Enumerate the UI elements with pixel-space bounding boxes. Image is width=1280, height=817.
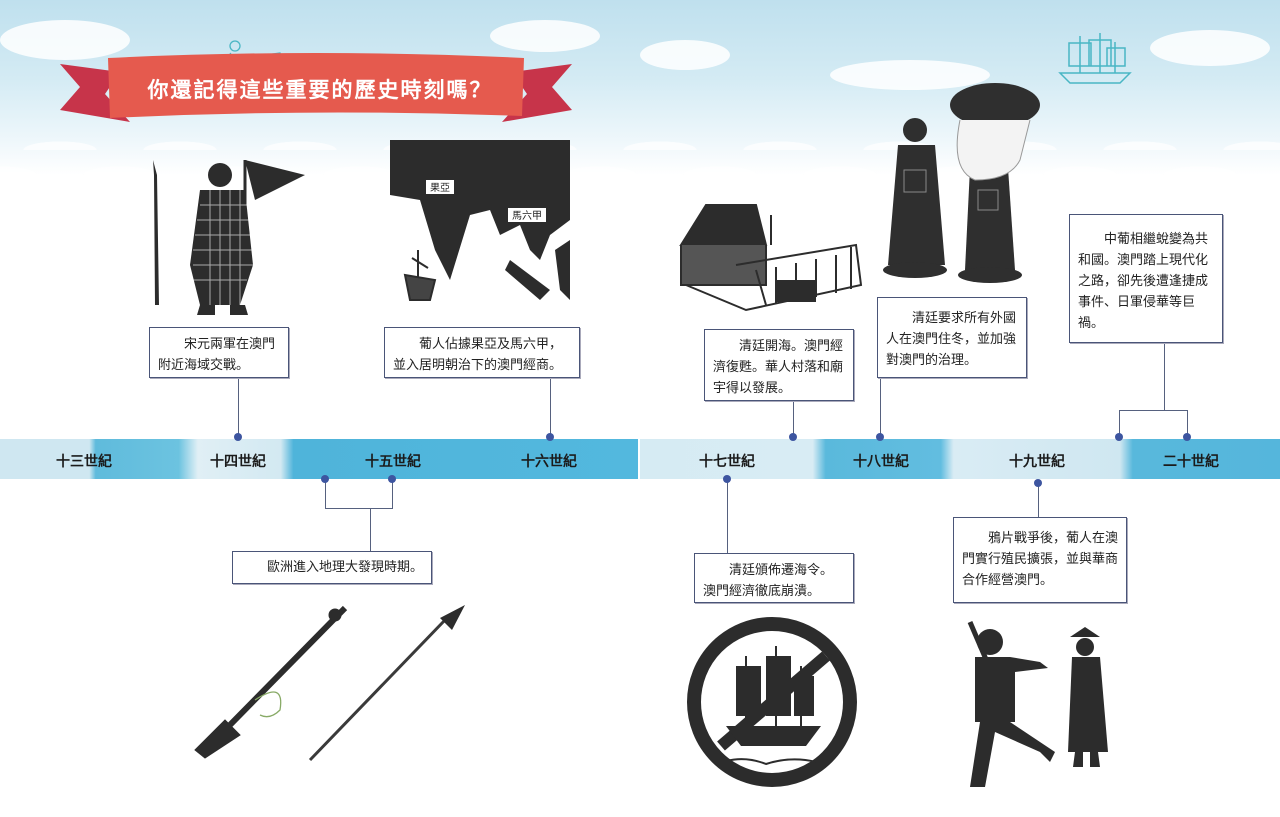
century-label: 十九世紀 (1009, 454, 1065, 470)
fort-illustration (679, 204, 863, 312)
timeline-dot (234, 433, 242, 441)
timeline-band-left (0, 439, 638, 479)
event-box: 宋元兩軍在澳門附近海域交戰。 (149, 327, 289, 378)
page-title: 你還記得這些重要的歷史時刻嗎？ (147, 78, 493, 102)
timeline-dot (546, 433, 554, 441)
qing-official-figurines-illustration (883, 83, 1040, 283)
event-box: 歐洲進入地理大發現時期。 (232, 551, 432, 584)
event-box: 清廷要求所有外國人在澳門住冬，並加強對澳門的治理。 (877, 297, 1027, 378)
event-box: 清廷頒佈遷海令。澳門經濟徹底崩潰。 (694, 553, 854, 603)
event-box: 葡人佔據果亞及馬六甲，並入居明朝治下的澳門經商。 (384, 327, 580, 378)
event-box: 中葡相繼蛻變為共和國。澳門踏上現代化之路，卻先後遭逢捷成事件、日軍侵華等巨禍。 (1069, 214, 1223, 343)
century-label: 十三世紀 (56, 454, 112, 470)
event-box: 清廷開海。澳門經濟復甦。華人村落和廟宇得以發展。 (704, 329, 854, 401)
spear-illustration (308, 605, 465, 762)
musket-illustration (194, 605, 348, 759)
century-label: 十八世紀 (853, 454, 909, 470)
timeline-band-right (640, 439, 1280, 479)
century-label: 二十世紀 (1163, 454, 1219, 470)
map-label-malacca: 馬六甲 (512, 210, 542, 222)
banned-ship-icon (687, 617, 857, 787)
century-label: 十四世紀 (210, 454, 266, 470)
mongol-soldier-illustration (153, 160, 305, 315)
timeline-dot (876, 433, 884, 441)
century-label: 十六世紀 (521, 454, 577, 470)
timeline-dot (1034, 479, 1042, 487)
title-banner (60, 53, 572, 122)
century-label: 十五世紀 (365, 454, 421, 470)
timeline-dot (388, 475, 396, 483)
timeline-dot (1183, 433, 1191, 441)
timeline-dot (723, 475, 731, 483)
map-label-goa: 果亞 (430, 182, 450, 194)
event-box: 鴉片戰爭後，葡人在澳門實行殖民擴張，並與華商合作經營澳門。 (953, 517, 1127, 603)
century-label: 十七世紀 (699, 454, 755, 470)
timeline-dot (1115, 433, 1123, 441)
timeline-dot (321, 475, 329, 483)
timeline-dot (789, 433, 797, 441)
colonial-kick-illustration (967, 621, 1108, 787)
ship-sketch-icon (1058, 33, 1132, 84)
